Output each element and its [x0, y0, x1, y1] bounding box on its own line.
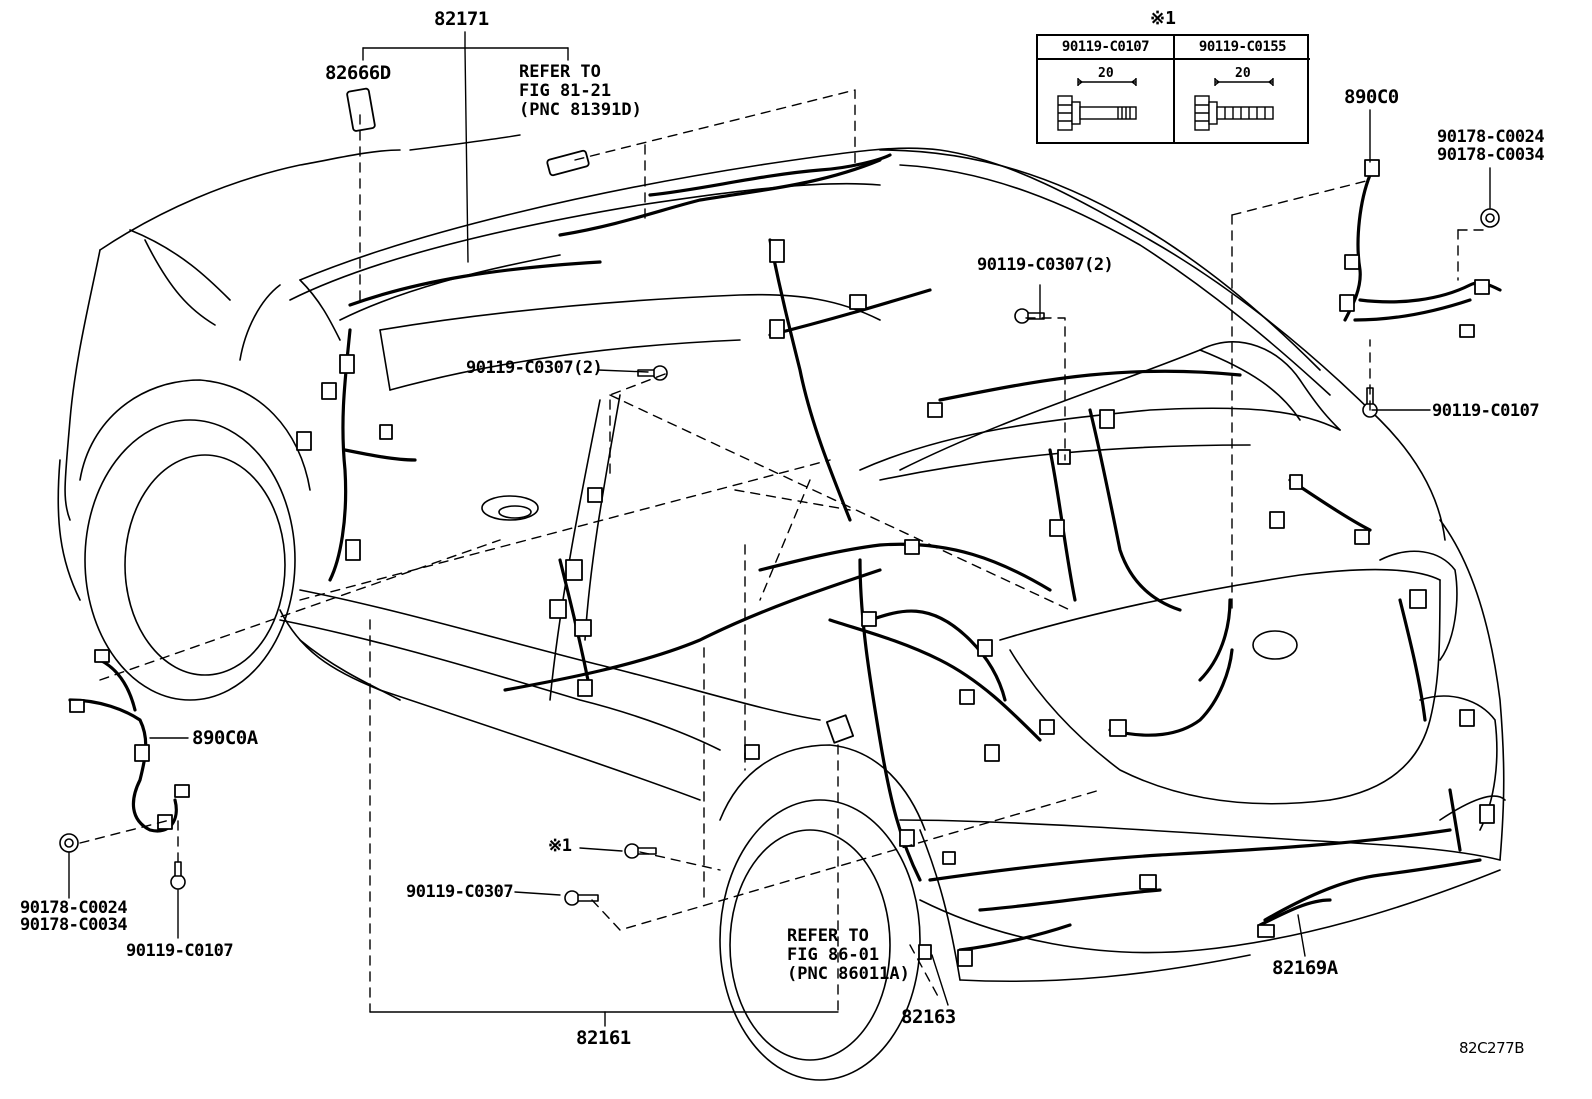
bolt-and-clip-icons [59, 208, 1500, 906]
part-label-82161: 82161 [576, 1027, 631, 1049]
bolt-flange-1-icon [1057, 78, 1137, 131]
bolt-90119-C0307-2-left-icon [637, 365, 668, 381]
legend-column-1: 90119-C0107 20 [1038, 36, 1175, 142]
legend-dimension-2: 20 [1235, 66, 1251, 81]
bolt-90119-C0307-bottom-icon [564, 890, 599, 906]
part-label-82169A: 82169A [1272, 957, 1338, 979]
bolt-90119-C0307-2-right-icon [1014, 308, 1045, 324]
part-label-90178-C0024-left: 90178-C0024 [20, 898, 128, 918]
part-label-82666D: 82666D [325, 62, 391, 84]
part-label-90119-C0307-2-left: 90119-C0307(2) [466, 358, 603, 378]
refer-fig-86-01-line2: FIG 86-01 [787, 945, 880, 966]
bolt-flange-2-icon [1194, 78, 1274, 131]
part-label-82171: 82171 [434, 8, 489, 30]
diagram-code: 82C277B [1459, 1039, 1524, 1057]
refer-fig-81-21-line2: FIG 81-21 [519, 81, 612, 102]
reference-leaders-dashed [79, 89, 1491, 1013]
refer-fig-86-01: REFER TO FIG 86-01 (PNC 86011A) [787, 926, 910, 985]
refer-fig-81-21: REFER TO FIG 81-21 (PNC 81391D) [519, 62, 642, 121]
part-label-90178-C0034-top: 90178-C0034 [1437, 145, 1545, 165]
part-label-90119-C0107-right: 90119-C0107 [1432, 401, 1540, 421]
bolt-90119-C0107-left-icon [170, 861, 186, 890]
legend-mark: ※1 [1150, 8, 1176, 29]
part-label-890C0A: 890C0A [192, 727, 258, 749]
legend-dimension-1: 20 [1098, 66, 1114, 81]
part-label-mark1: ※1 [548, 836, 572, 856]
part-label-90119-C0107-left: 90119-C0107 [126, 941, 234, 961]
refer-fig-86-01-line1: REFER TO [787, 926, 869, 946]
clip-90178-left-icon [59, 833, 79, 853]
refer-fig-81-21-line3: (PNC 81391D) [519, 100, 642, 121]
bolt-mark1-icon [624, 843, 657, 859]
fastener-legend-table: 90119-C0107 20 90119-C0155 20 [1036, 34, 1310, 144]
wire-harness-bundles [68, 153, 1502, 952]
legend-part-1: 90119-C0107 [1038, 36, 1173, 60]
legend-part-2: 90119-C0155 [1175, 36, 1310, 60]
part-label-890C0: 890C0 [1344, 86, 1399, 108]
part-label-90119-C0307: 90119-C0307 [406, 882, 514, 902]
refer-fig-81-21-line1: REFER TO [519, 62, 601, 82]
part-label-82163: 82163 [901, 1006, 956, 1028]
clip-90178-top-icon [1480, 208, 1500, 228]
part-label-90178-C0034-left: 90178-C0034 [20, 915, 128, 935]
vehicle-body-outline [57, 147, 1506, 1081]
part-label-90119-C0307-2-right: 90119-C0307(2) [977, 255, 1114, 275]
legend-column-2: 90119-C0155 20 [1175, 36, 1310, 142]
refer-fig-86-01-line3: (PNC 86011A) [787, 964, 910, 985]
part-label-90178-C0024-top: 90178-C0024 [1437, 127, 1545, 147]
connectors [69, 87, 1495, 967]
callout-leaders-solid [68, 31, 1491, 1027]
